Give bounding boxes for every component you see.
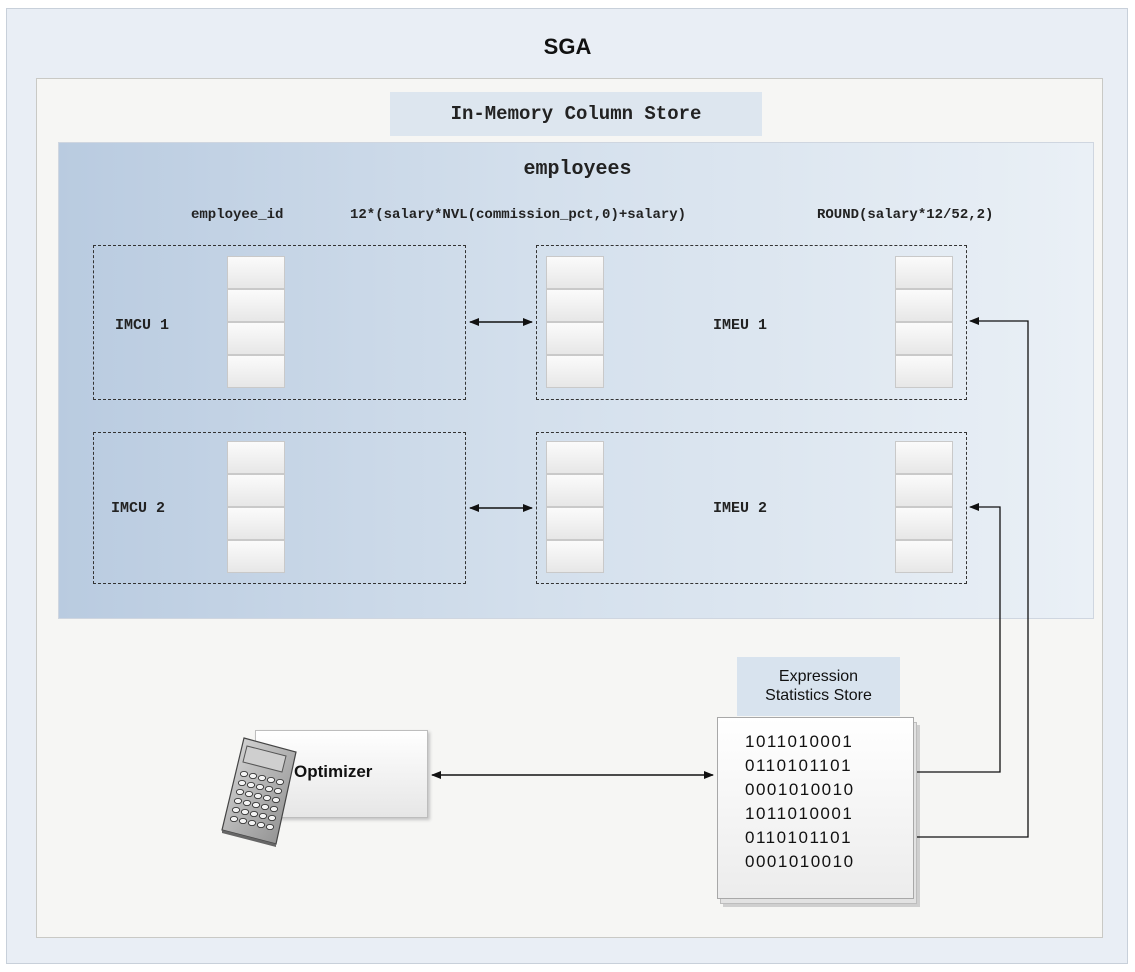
imcu-1-label: IMCU 1	[115, 317, 170, 334]
imeu-2-column-right	[895, 441, 953, 573]
column-cell	[895, 322, 953, 355]
imeu-2-column-left	[546, 441, 604, 573]
bit-row: 0110101101	[745, 756, 853, 775]
bit-row: 0001010010	[745, 852, 855, 871]
imeu-1-column-left	[546, 256, 604, 388]
imeu-2-box	[536, 432, 967, 584]
column-header-employee-id: employee_id	[191, 207, 284, 223]
expression-store-title-line1: Expression	[778, 668, 859, 685]
imcu-1-box	[93, 245, 466, 400]
column-cell	[895, 355, 953, 388]
column-cell	[546, 441, 604, 474]
bit-row: 0110101101	[745, 828, 853, 847]
column-cell	[895, 474, 953, 507]
imcu-2-box	[93, 432, 466, 584]
store-imeu2-connector	[917, 503, 1001, 773]
column-cell	[227, 289, 285, 322]
imcu-2-label: IMCU 2	[111, 500, 166, 517]
column-cell	[895, 540, 953, 573]
column-cell	[546, 540, 604, 573]
expression-store-box: 1011010001 0110101101 0001010010 1011010…	[717, 717, 914, 899]
bit-row: 0001010010	[745, 780, 855, 799]
expression-store-title-line2: Statistics Store	[765, 687, 872, 704]
column-cell	[227, 507, 285, 540]
column-cell	[546, 474, 604, 507]
imeu-1-column-right	[895, 256, 953, 388]
store-imeu1-connector	[917, 317, 1029, 838]
column-cell	[227, 474, 285, 507]
column-cell	[227, 322, 285, 355]
column-cell	[227, 540, 285, 573]
column-cell	[895, 289, 953, 322]
column-store-title: In-Memory Column Store	[390, 92, 762, 136]
column-cell	[227, 256, 285, 289]
bit-row: 1011010001	[745, 732, 854, 751]
sga-title: SGA	[543, 34, 592, 59]
column-cell	[546, 507, 604, 540]
column-cell	[546, 289, 604, 322]
column-header-annual-comp: 12*(salary*NVL(commission_pct,0)+salary)	[350, 207, 687, 223]
column-cell	[895, 507, 953, 540]
column-cell	[895, 256, 953, 289]
imeu-1-box	[536, 245, 967, 400]
column-cell	[546, 355, 604, 388]
column-cell	[546, 322, 604, 355]
column-cell	[227, 441, 285, 474]
optimizer-label: Optimizer	[294, 762, 373, 781]
expression-store-title: Expression Statistics Store	[737, 657, 900, 716]
imeu-2-label: IMEU 2	[713, 500, 768, 517]
column-cell	[546, 256, 604, 289]
calculator-icon	[221, 737, 297, 847]
imcu-1-column	[227, 256, 285, 388]
imcu-2-column	[227, 441, 285, 573]
table-name: employees	[523, 158, 632, 181]
column-header-weekly-salary: ROUND(salary*12/52,2)	[817, 207, 994, 223]
imeu-1-label: IMEU 1	[713, 317, 768, 334]
column-cell	[895, 441, 953, 474]
column-cell	[227, 355, 285, 388]
bit-row: 1011010001	[745, 804, 854, 823]
